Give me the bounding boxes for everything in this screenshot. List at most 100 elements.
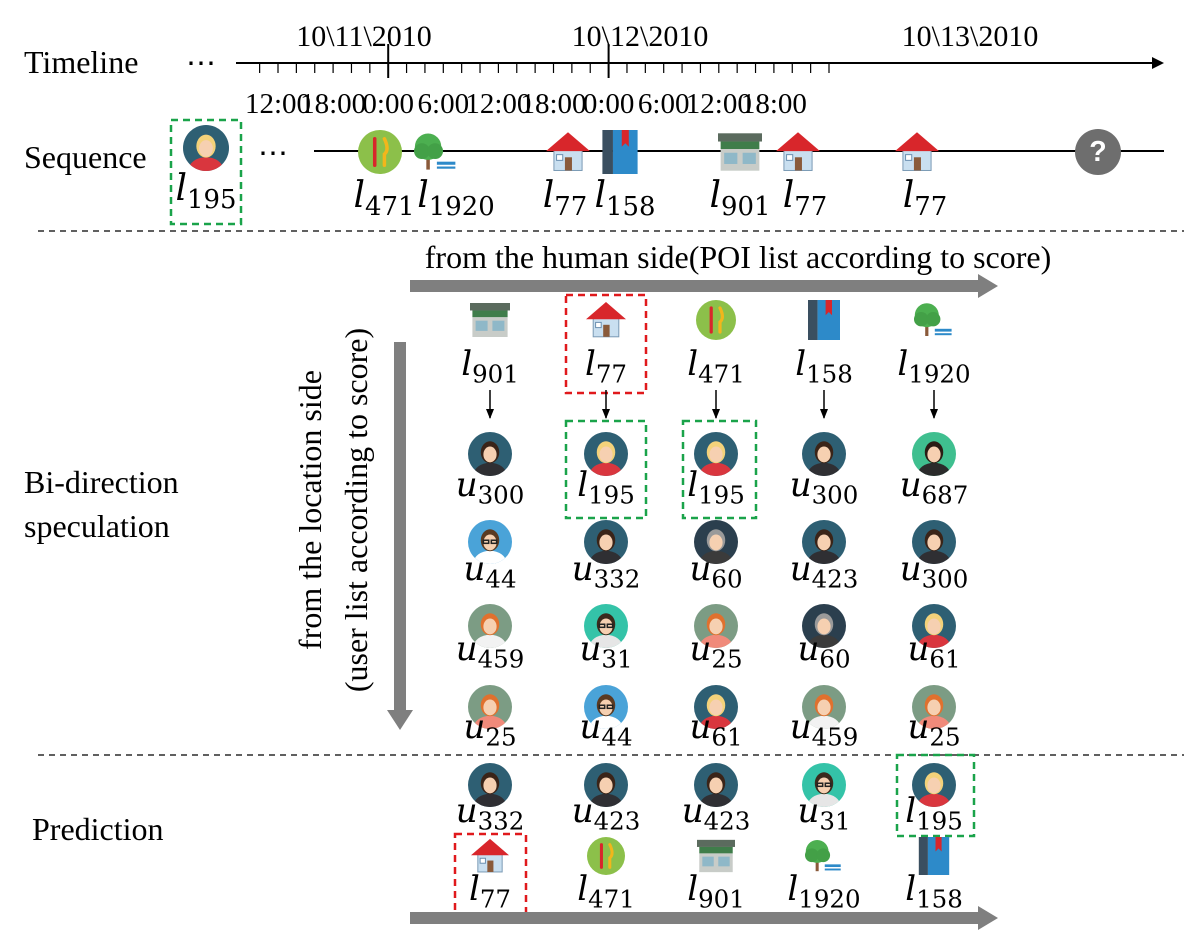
timeline-ticks: [259, 44, 830, 78]
man-glasses-avatar-icon: [802, 763, 846, 807]
woman-blonde-avatar-icon: [912, 763, 956, 807]
entity-label: u300: [456, 465, 525, 509]
park-bench-icon: [414, 133, 456, 170]
entity-label: l471: [687, 344, 745, 388]
date-label: 10\13\2010: [902, 20, 1039, 53]
woman-blonde-avatar-icon: [183, 125, 229, 171]
user-highlight: [681, 419, 758, 520]
prediction-arrow: [410, 906, 998, 930]
woman-redhead-avatar-icon: [912, 685, 956, 729]
entity-label: l77: [469, 869, 511, 913]
timeline-label: Timeline: [24, 44, 138, 80]
entity-label: l77: [585, 344, 627, 388]
hour-label: 6:00: [638, 88, 690, 120]
entity-label: u459: [790, 707, 859, 751]
entity-label: l471: [577, 869, 635, 913]
entity-label: u25: [463, 707, 516, 751]
prediction-poi-highlight: [453, 832, 528, 917]
date-label: 10\11\2010: [296, 20, 432, 53]
house-icon: [586, 302, 626, 338]
entity-label: u60: [689, 549, 742, 593]
location-side-arrow: [387, 342, 413, 730]
entity-label: l195: [687, 465, 745, 509]
prediction-label: Prediction: [32, 811, 164, 847]
user-highlight: [564, 419, 648, 520]
restaurant-icon: [358, 130, 402, 174]
entity-label: l1920: [787, 869, 860, 913]
entity-label: u25: [907, 707, 960, 751]
entity-label: l77: [783, 175, 827, 222]
house-icon: [895, 132, 939, 171]
entity-label: l471: [354, 175, 415, 222]
location-side-label-group: from the location side (user list accord…: [292, 328, 374, 692]
location-side-label-line2: (user list according to score): [338, 328, 374, 692]
question-mark-icon: ?: [1075, 129, 1121, 175]
girl-pigtails-avatar-icon: [468, 604, 512, 648]
entity-label: u423: [572, 791, 641, 835]
woman-dark-hair-avatar-icon: [802, 520, 846, 564]
elder-avatar-icon: [802, 604, 846, 648]
woman-blonde-avatar-icon: [694, 432, 738, 476]
entity-label: u300: [900, 549, 969, 593]
entity-label: u60: [797, 629, 850, 673]
man-glasses-avatar-icon: [584, 604, 628, 648]
hour-label: 0:00: [583, 88, 635, 120]
location-side-label-line1: from the location side: [292, 370, 328, 650]
entity-label: l195: [577, 465, 635, 509]
entity-label: l195: [176, 168, 237, 215]
woman-dark-hair-avatar-icon: [584, 763, 628, 807]
woman-dark-hair-avatar-icon: [912, 520, 956, 564]
woman-redhead-avatar-icon: [694, 604, 738, 648]
human-side-label: from the human side(POI list according t…: [425, 239, 1052, 275]
entity-label: u31: [797, 791, 850, 835]
entity-label: l901: [687, 869, 745, 913]
hour-label: 12:00: [686, 88, 752, 120]
woman-dark-hair-avatar-icon: [468, 763, 512, 807]
timeline-dates: 10\11\2010 10\12\2010 10\13\2010: [296, 20, 1038, 53]
entity-label: u25: [689, 629, 742, 673]
hour-label: 18:00: [520, 88, 586, 120]
entity-label: u332: [456, 791, 525, 835]
entity-label: u423: [790, 549, 859, 593]
woman-dark-hair-avatar-icon: [468, 432, 512, 476]
timeline-ellipsis: ⋯: [186, 47, 216, 80]
girl-pigtails-avatar-icon: [802, 685, 846, 729]
sequence-user-highlight: [169, 118, 243, 226]
book-icon: [602, 130, 638, 174]
entity-label: l158: [795, 344, 853, 388]
date-label: 10\12\2010: [572, 20, 709, 53]
entity-label: u44: [463, 549, 516, 593]
hour-label: 18:00: [300, 88, 366, 120]
hour-label: 18:00: [741, 88, 807, 120]
hour-label: 12:00: [245, 88, 311, 120]
coffee-shop-icon: [470, 303, 510, 337]
hour-label: 0:00: [362, 88, 414, 120]
sequence-ellipsis: ⋯: [258, 137, 288, 170]
house-icon: [776, 132, 820, 171]
entity-label: l77: [543, 175, 587, 222]
entity-label: l77: [903, 175, 947, 222]
svg-text:?: ?: [1089, 136, 1106, 168]
woman-blonde-avatar-icon: [912, 604, 956, 648]
woman-dark-hair-avatar-icon: [694, 763, 738, 807]
book-icon: [808, 300, 840, 340]
entity-label: l195: [905, 791, 963, 835]
entity-label: u423: [682, 791, 751, 835]
entity-label: l901: [710, 175, 771, 222]
entity-label: u44: [579, 707, 632, 751]
woman-dark-hair-avatar-icon: [802, 432, 846, 476]
woman-glasses-avatar-icon: [584, 685, 628, 729]
entity-label: l901: [461, 344, 519, 388]
house-icon: [546, 132, 590, 171]
timeline-arrowhead: [1152, 57, 1164, 69]
speculation-title-line2: speculation: [24, 508, 170, 544]
prediction-user-highlight: [895, 753, 976, 838]
speculation-title-line1: Bi-direction: [24, 464, 179, 500]
entity-label: l158: [905, 869, 963, 913]
restaurant-icon: [587, 837, 625, 875]
sequence-label: Sequence: [24, 139, 147, 175]
woman-redhead-avatar-icon: [468, 685, 512, 729]
house-icon: [471, 838, 509, 873]
